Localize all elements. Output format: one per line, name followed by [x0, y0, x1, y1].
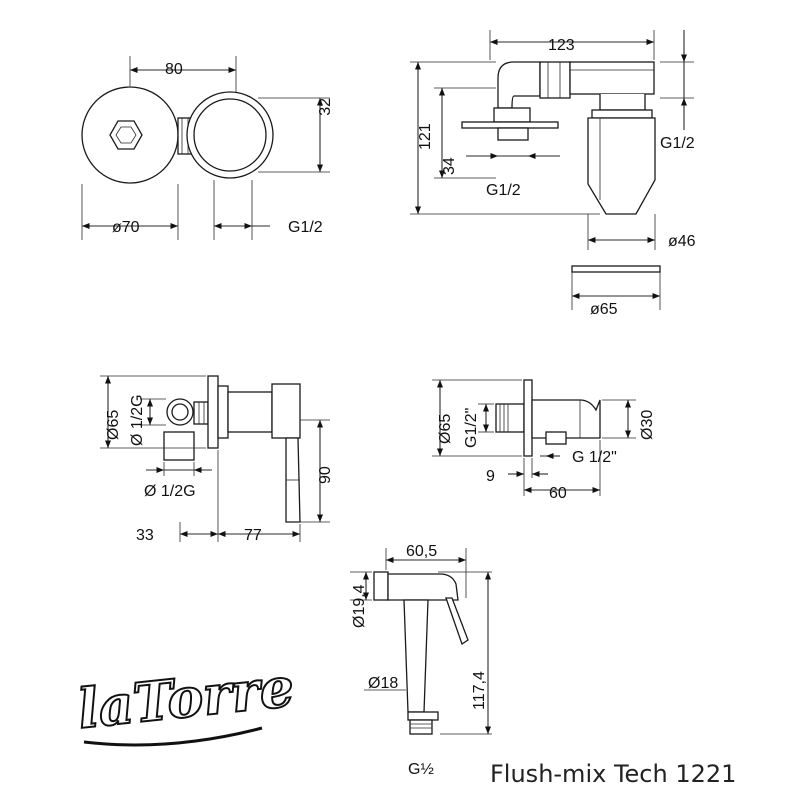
dim-lever-90: 90	[317, 466, 334, 484]
handle-thread	[409, 719, 433, 735]
outlet-plate	[523, 379, 533, 457]
logo-text: laTorre	[75, 655, 297, 741]
wall-plate	[461, 121, 559, 129]
dim-thread-left-outlet: G1/2"	[463, 408, 480, 448]
elbow-fitting	[497, 61, 541, 109]
connector-nut	[193, 401, 209, 425]
product-title: Flush-mix Tech 1221	[490, 760, 736, 788]
trigger-lever	[445, 597, 469, 646]
holder-body	[531, 399, 601, 439]
handle-body	[403, 599, 429, 713]
mixer-side-view: Ø65 Ø 1/2G Ø 1/2G 33 77 90	[100, 375, 334, 544]
dim-diameter-65-mixer: Ø65	[105, 410, 122, 440]
dim-thread-g12: G1/2	[288, 219, 323, 236]
hand-shower-view: 60,5 Ø19,4 Ø18 117,4 G½	[350, 543, 492, 778]
dim-width-60-5: 60,5	[406, 543, 437, 560]
wall-outlet-view: Ø65 G1/2" G 1/2" Ø30 9 60	[432, 379, 656, 502]
dim-thread-right: G1/2	[660, 135, 695, 152]
dim-thread-top-mixer: Ø 1/2G	[129, 394, 146, 446]
dim-diameter-65: ø65	[590, 301, 618, 318]
mounting-plate	[207, 375, 219, 449]
side-view: 123 121 34 G1/2 G1/2 ø46 ø65	[410, 30, 696, 318]
valve-body	[569, 61, 655, 95]
brand-logo: laTorre	[74, 654, 298, 747]
elbow-collar	[539, 61, 571, 99]
dim-length-117-4: 117,4	[471, 671, 488, 710]
dim-height-32: 32	[317, 98, 334, 116]
bottom-thread	[497, 127, 529, 141]
dim-length-123: 123	[548, 37, 575, 54]
dim-depth-77: 77	[244, 527, 262, 544]
dim-thread-bottom-mixer: Ø 1/2G	[144, 483, 196, 500]
threaded-inlet	[495, 403, 525, 433]
mixer-cap	[271, 383, 301, 439]
hex-nut	[109, 120, 143, 150]
dim-thread-g12-shower: G½	[408, 761, 434, 778]
dim-holder-30: Ø30	[639, 410, 656, 440]
dim-depth-33: 33	[136, 527, 154, 544]
outlet-nipple	[545, 431, 567, 445]
dim-offset-9: 9	[486, 468, 495, 485]
dim-thread-bottom: G1/2	[486, 182, 521, 199]
lower-inlet	[163, 431, 195, 461]
bottom-nut	[493, 107, 531, 123]
dim-diameter-70: ø70	[112, 219, 140, 236]
cartridge-ring	[591, 109, 653, 119]
dim-diameter-46: ø46	[668, 233, 696, 250]
front-view: 80 32 ø70 G1/2	[81, 56, 334, 240]
shower-head	[373, 571, 389, 601]
dim-height-121: 121	[417, 123, 434, 150]
dim-diameter-65-outlet: Ø65	[437, 414, 454, 444]
handle-collar	[407, 711, 439, 721]
mixer-body	[227, 391, 273, 433]
dim-head-19-4: Ø19,4	[351, 584, 368, 628]
cartridge-body	[587, 117, 656, 215]
dim-length-60: 60	[549, 485, 567, 502]
dim-height-34: 34	[441, 157, 458, 175]
shower-top	[387, 573, 459, 601]
cover-plate	[571, 265, 661, 273]
dim-thread-bottom-outlet: G 1/2"	[572, 449, 617, 466]
dim-width-80: 80	[165, 61, 183, 78]
dim-body-18: Ø18	[368, 675, 398, 692]
